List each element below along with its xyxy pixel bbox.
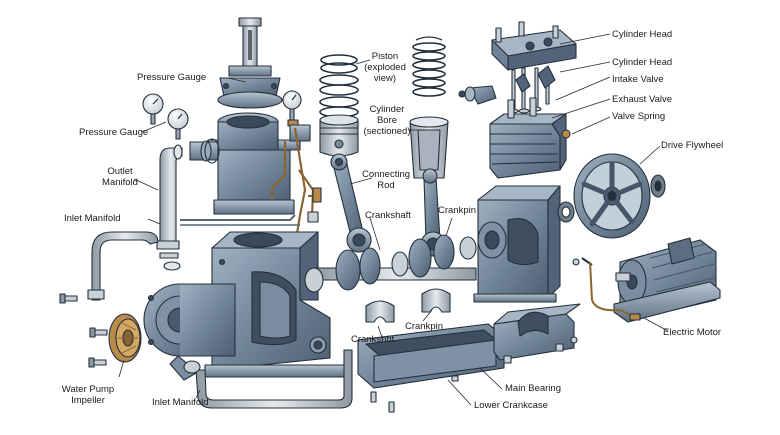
pump-volute-housing: [143, 283, 236, 381]
drive-flywheel: [573, 153, 666, 239]
crankpin-bearing-block: [473, 185, 561, 303]
label-cylinder-head-1: Cylinder Head: [612, 29, 673, 40]
water-pump-impeller: [108, 313, 142, 363]
pressure-gauge-dial-1: [142, 93, 164, 125]
label-cylinder-head-2: Cylinder Head: [612, 57, 673, 68]
gauge-stem-assembly: [217, 17, 283, 109]
label-main-bearing: Main Bearing: [505, 383, 561, 394]
cylinder-block-finned: [489, 97, 571, 179]
cylinder-head-plate: [491, 21, 577, 71]
label-inlet-manifold-bottom: Inlet Manifold: [152, 397, 209, 408]
electric-motor: [613, 237, 721, 323]
bearing-cap-right: [421, 288, 451, 313]
leader-lines: [118, 33, 669, 406]
inlet-manifold-pipe-left: [87, 231, 159, 301]
label-crankshaft-mid: Crankshaft: [365, 210, 411, 221]
main-bearing-cradle: [493, 303, 581, 364]
label-crankshaft-bottom: Crankshht: [351, 334, 395, 345]
label-outlet-manifold: Outlet Manifold: [102, 166, 138, 188]
label-water-pump-impeller: Water Pump Impeller: [61, 384, 115, 406]
label-crankpin-mid: Crankpin: [438, 205, 477, 216]
label-electric-motor: Electric Motor: [663, 327, 722, 338]
cylinder-bore-sectioned: [409, 116, 449, 179]
outlet-manifold-pipe: [156, 144, 300, 250]
valve-spring-coil: [412, 36, 446, 97]
intake-elbow: [458, 85, 497, 105]
cylinder-housing: [189, 112, 311, 215]
motor-wire: [589, 261, 641, 321]
label-pressure-gauge-top: Pressure Gauge: [137, 72, 207, 83]
label-crankpin-bottom: Crankpin: [405, 321, 444, 332]
inlet-manifold-pipe-bottom: [183, 349, 353, 409]
label-intake-valve: Intake Valve: [612, 74, 664, 85]
label-drive-flywheel: Drive Flywheel: [661, 140, 724, 151]
label-cylinder-bore: Cylinder Bore (sectioned): [363, 104, 411, 137]
label-valve-spring: Valve Spring: [612, 111, 666, 122]
connecting-rod-left: [330, 153, 372, 253]
bearing-cap-left: [365, 300, 395, 323]
piston: [319, 114, 359, 157]
label-exhaust-valve: Exhaust Valve: [612, 94, 673, 105]
piston-rings: [319, 54, 359, 118]
label-pressure-gauge-left: Pressure Gauge: [79, 127, 149, 138]
crankshaft: [304, 234, 477, 293]
label-lower-crankcase: Lower Crankcase: [474, 400, 548, 411]
label-piston: Piston (exploded view): [364, 51, 406, 84]
pressure-gauge-dial-3: [282, 90, 302, 127]
label-inlet-manifold-left: Inlet Manifold: [64, 213, 121, 224]
lower-crankcase-pan: [357, 323, 505, 389]
loose-bolts: [59, 252, 395, 413]
label-connecting-rod: Connecting Rod: [361, 169, 411, 191]
pressure-gauge-dial-2: [167, 108, 189, 140]
